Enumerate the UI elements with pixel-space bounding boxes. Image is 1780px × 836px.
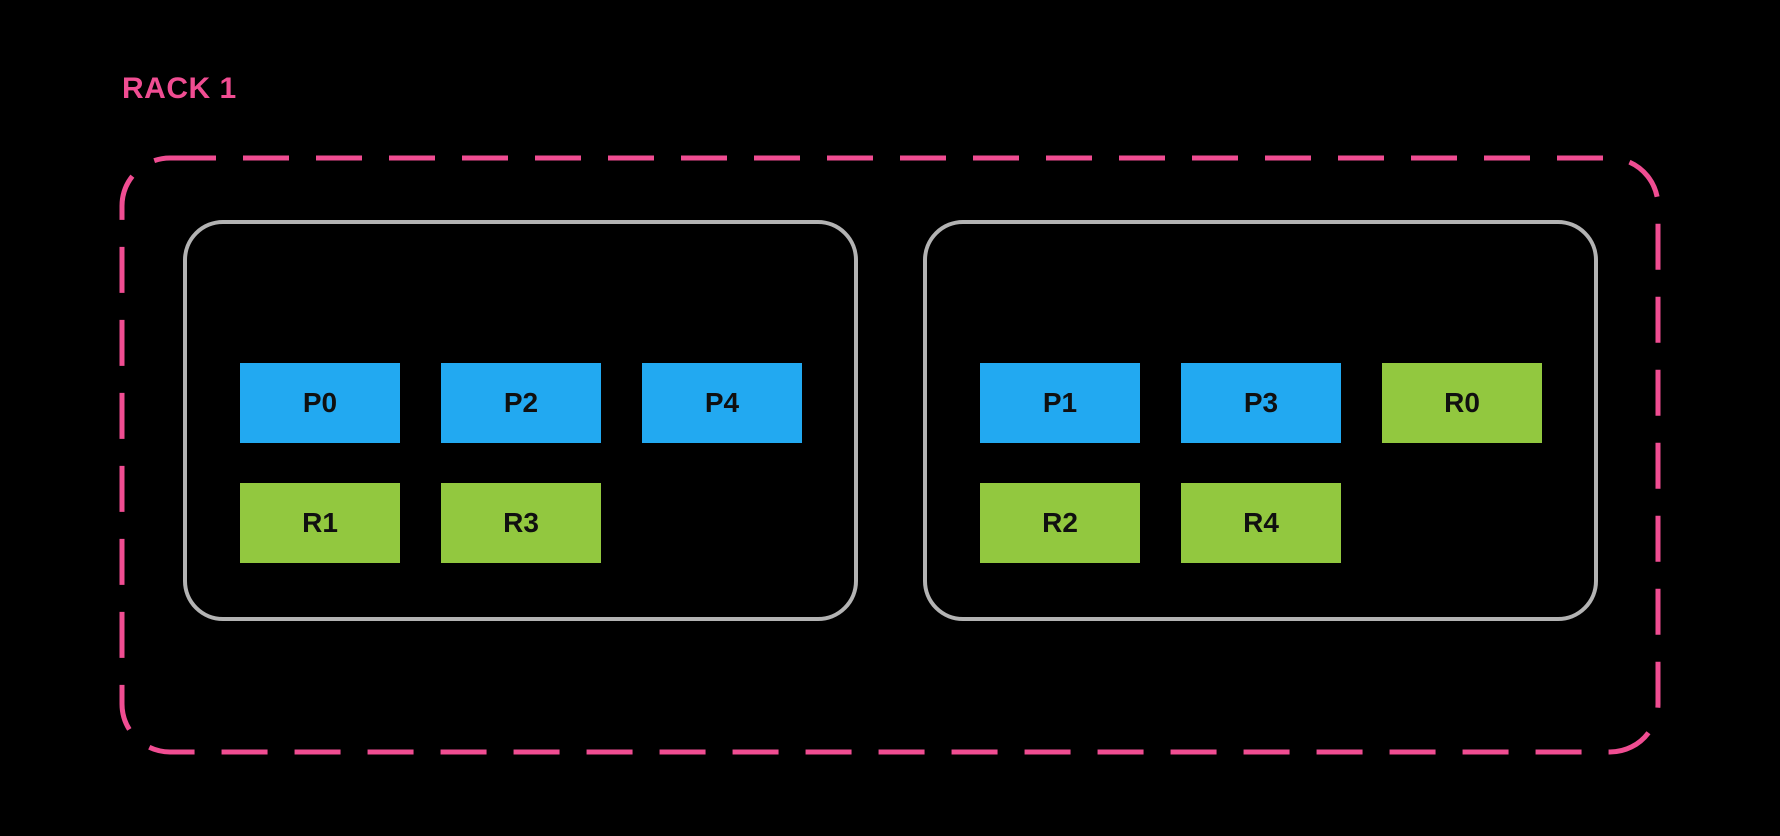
replica-box-r4: R4 [1181, 483, 1341, 563]
partition-box-p4: P4 [642, 363, 802, 443]
rack-label: RACK 1 [122, 72, 237, 105]
node-2: P1 P3 R0 R2 R4 [923, 220, 1598, 621]
node-2-top-row: P1 P3 R0 [980, 363, 1542, 443]
node-2-bottom-row: R2 R4 [980, 483, 1542, 563]
replica-box-r0: R0 [1382, 363, 1542, 443]
node-1: P0 P2 P4 R1 R3 [183, 220, 858, 621]
node-1-top-row: P0 P2 P4 [240, 363, 802, 443]
node-1-bottom-row: R1 R3 [240, 483, 802, 563]
partition-box-p2: P2 [441, 363, 601, 443]
replica-box-r3: R3 [441, 483, 601, 563]
node-2-rows: P1 P3 R0 R2 R4 [980, 363, 1542, 563]
replica-box-r1: R1 [240, 483, 400, 563]
partition-box-p1: P1 [980, 363, 1140, 443]
node-1-rows: P0 P2 P4 R1 R3 [240, 363, 802, 563]
partition-box-p0: P0 [240, 363, 400, 443]
partition-box-p3: P3 [1181, 363, 1341, 443]
replica-box-r2: R2 [980, 483, 1140, 563]
